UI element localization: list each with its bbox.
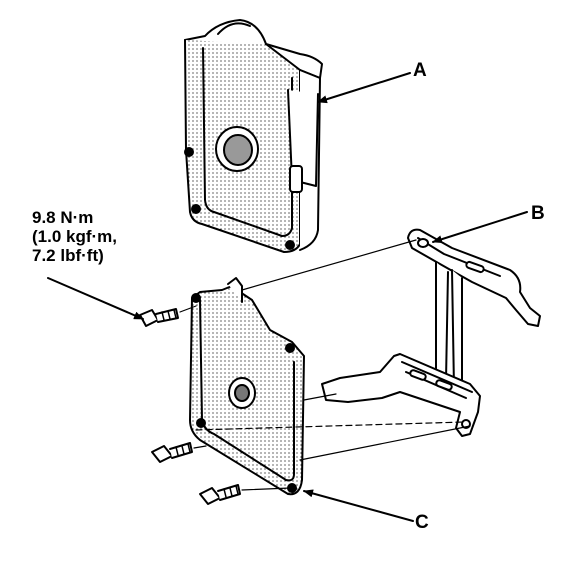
bolt-lower [199, 484, 241, 505]
bolt-upper [139, 308, 179, 327]
label-b: B [531, 203, 545, 224]
torque-spec-line3: 7.2 lbf·ft) [32, 246, 104, 265]
bolt-middle [151, 442, 193, 463]
torque-spec-line1: 9.8 N·m [32, 208, 94, 227]
bracket-part-b [321, 228, 541, 437]
label-c: C [415, 512, 429, 533]
torque-spec-line2: (1.0 kgf·m, [32, 227, 118, 246]
torque-spec: 9.8 N·m (1.0 kgf·m, 7.2 lbf·ft) [32, 208, 117, 265]
leader-arrows [47, 72, 528, 522]
label-a: A [413, 60, 427, 81]
plate-part-c [189, 277, 305, 496]
alignment-lines [179, 239, 471, 491]
cover-part-a [184, 19, 323, 253]
